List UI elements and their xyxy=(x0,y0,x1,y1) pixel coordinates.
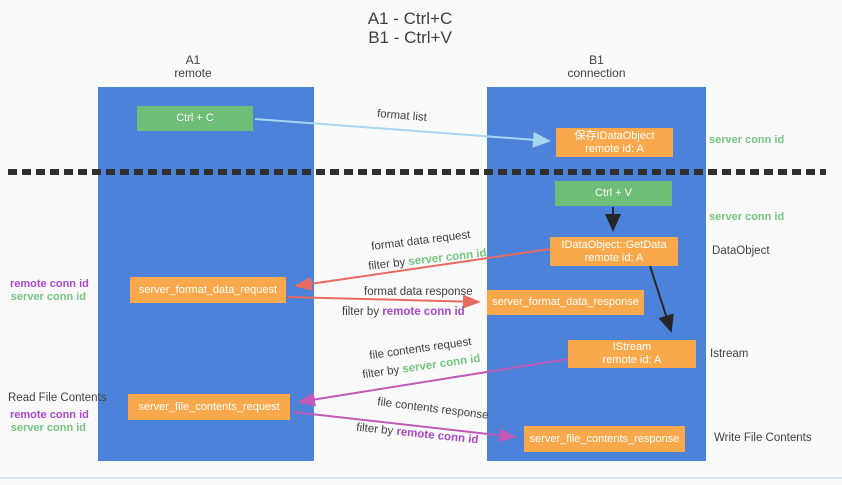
filter-value-server-conn-id: server conn id xyxy=(401,352,482,376)
node-server-file-contents-response: server_file_contents_response xyxy=(524,426,685,452)
column-a1-subtitle: remote xyxy=(174,66,212,80)
istream-line1: IStream xyxy=(612,341,652,353)
filter-value-remote-conn-id: remote conn id xyxy=(382,306,465,318)
annotation-server-conn-id-top: server conn id xyxy=(709,134,785,146)
node-ctrl-c: Ctrl + C xyxy=(137,106,253,131)
server-format-data-response-label: server_format_data_response xyxy=(492,296,639,308)
filter-value-server-conn-id: server conn id xyxy=(407,247,488,269)
label-format-list: format list xyxy=(376,108,428,124)
annotation-read-file-contents: Read File Contents xyxy=(8,392,107,404)
save-idataobject-line2: remote id: A xyxy=(585,142,644,155)
ctrl-v-label: Ctrl + V xyxy=(595,187,632,199)
annotation-server-conn-id-mid: server conn id xyxy=(709,211,785,223)
annotation-left-conn-ids-bottom: remote conn id server conn id xyxy=(10,409,89,434)
node-ctrl-v: Ctrl + V xyxy=(555,181,672,206)
annotation-dataobject: DataObject xyxy=(712,245,770,257)
annotation-server-conn-id: server conn id xyxy=(10,421,86,434)
column-a1-name: A1 xyxy=(185,53,201,67)
column-header-b1: B1 connection xyxy=(487,54,706,80)
label-filter-file-response: filter by remote conn id xyxy=(356,422,479,447)
column-header-a1: A1 remote xyxy=(85,54,301,80)
save-idataobject-line1: 保存IDataObject xyxy=(574,129,655,142)
annotation-istream: Istream xyxy=(710,348,749,360)
title-line-2: B1 - Ctrl+V xyxy=(368,28,452,47)
annotation-server-conn-id: server conn id xyxy=(10,290,86,303)
node-server-file-contents-request: server_file_contents_request xyxy=(128,394,290,420)
node-server-format-data-request: server_format_data_request xyxy=(130,277,286,303)
diagram-title: A1 - Ctrl+C B1 - Ctrl+V xyxy=(0,9,820,47)
node-idataobject-getdata: IDataObject::GetData remote id: A xyxy=(550,237,678,266)
annotation-left-conn-ids-top: remote conn id server conn id xyxy=(10,278,89,303)
server-file-contents-request-label: server_file_contents_request xyxy=(138,400,280,413)
label-format-data-response: format data response xyxy=(364,286,473,298)
node-istream: IStream remote id: A xyxy=(568,340,696,368)
title-line-1: A1 - Ctrl+C xyxy=(367,9,453,28)
label-file-contents-response: file contents response xyxy=(376,396,490,422)
bottom-divider xyxy=(0,477,842,479)
istream-line2: remote id: A xyxy=(602,354,662,366)
filter-prefix: filter by xyxy=(361,363,404,382)
label-filter-format-response: filter by remote conn id xyxy=(342,306,465,318)
column-b1-subtitle: connection xyxy=(567,66,626,80)
session-separator-dashed-line xyxy=(8,169,826,175)
getdata-line2: remote id: A xyxy=(584,251,644,264)
column-b1-name: B1 xyxy=(589,53,604,67)
label-format-data-request: format data request xyxy=(370,228,472,254)
server-file-contents-response-label: server_file_contents_response xyxy=(529,432,680,445)
getdata-line1: IDataObject::GetData xyxy=(561,238,667,251)
filter-value-remote-conn-id: remote conn id xyxy=(395,425,479,447)
filter-prefix: filter by xyxy=(367,256,410,273)
annotation-remote-conn-id: remote conn id xyxy=(10,278,89,290)
annotation-write-file-contents: Write File Contents xyxy=(714,432,812,444)
filter-prefix: filter by xyxy=(355,421,398,438)
annotation-remote-conn-id: remote conn id xyxy=(10,409,89,421)
server-format-data-request-label: server_format_data_request xyxy=(138,283,278,296)
node-server-format-data-response: server_format_data_response xyxy=(487,290,644,315)
filter-prefix: filter by xyxy=(342,306,383,318)
node-save-idataobject: 保存IDataObject remote id: A xyxy=(556,128,673,157)
ctrl-c-label: Ctrl + C xyxy=(176,112,214,124)
